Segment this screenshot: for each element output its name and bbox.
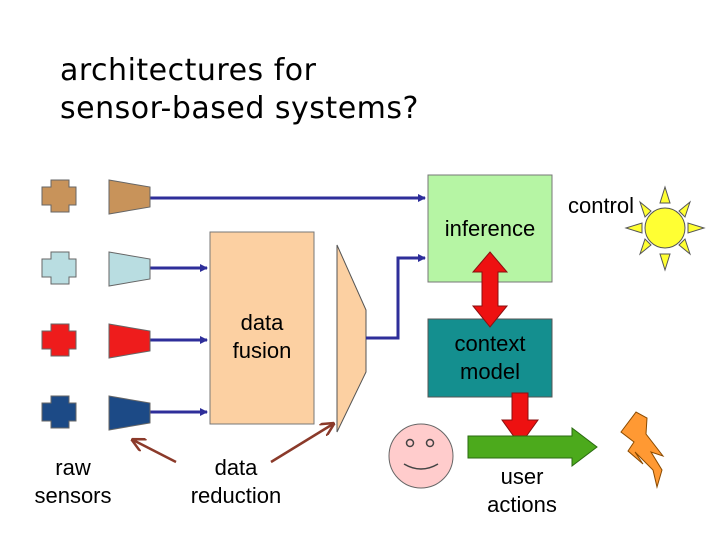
inference-context-double-arrow [471,251,509,328]
sensor-light-blue [41,251,77,285]
raw-sensors-label: raw sensors [34,455,112,508]
connector-funnel-to-inference [366,254,426,340]
amplifier-tan [108,179,151,215]
user-actions-label: user actions [487,464,557,517]
title-line-2: sensor-based systems? [60,91,419,126]
context-down-arrow [501,392,539,446]
control-label: control [567,193,635,218]
slide-title: architectures for sensor-based systems? [60,52,419,128]
smiley-face-icon [388,423,454,489]
context-model-label: context model [454,331,526,384]
data-reduction-funnel [336,244,367,433]
title-line-1: architectures for [60,53,317,88]
connector-lines [150,194,426,416]
sensor-navy [41,395,77,429]
amplifier-red [108,323,151,359]
user-actions-arrow [467,426,598,468]
reduction-arrow [133,424,333,464]
amplifier-light-blue [108,251,151,287]
sun-icon [624,185,706,272]
context-model-box [427,318,553,398]
sensor-red [41,323,77,357]
inference-label: inference [444,216,536,241]
lightning-bolt-icon [620,411,665,489]
sensor-amplifiers [108,179,151,431]
sensor-tan [41,179,77,213]
amplifier-navy [108,395,151,431]
data-fusion-box [209,231,315,425]
data-fusion-label: data fusion [232,310,292,363]
data-reduction-label: data reduction [190,455,282,508]
raw-sensors [41,179,77,429]
